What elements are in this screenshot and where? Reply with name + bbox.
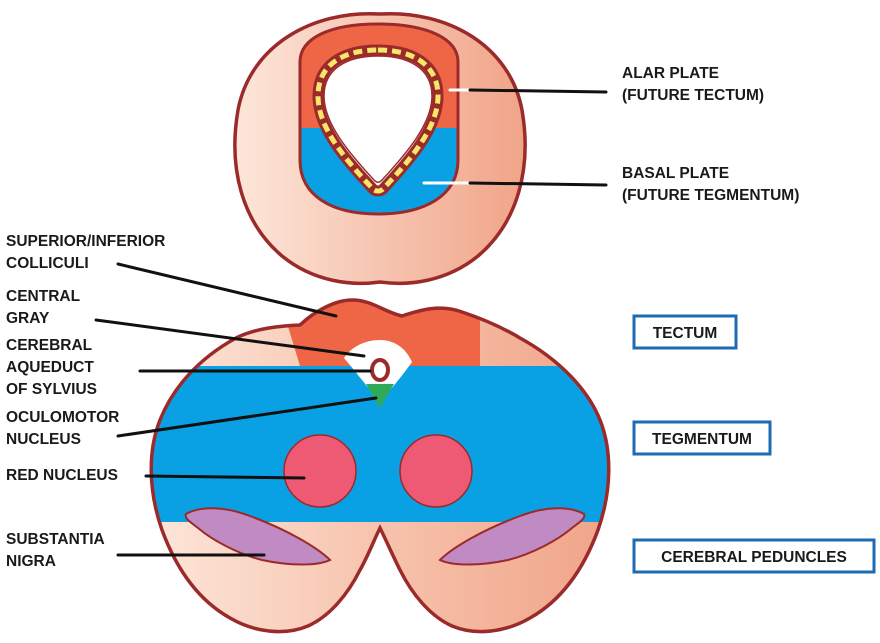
substantia-nigra-left [184, 507, 332, 566]
tectum-region [280, 300, 480, 366]
aqueduct-label: CEREBRAL [6, 337, 92, 354]
alar-plate-sublabel: (FUTURE TECTUM) [622, 87, 764, 104]
central-gray-leader [94, 318, 366, 358]
oculomotor-label: OCULOMOTOR [6, 409, 119, 426]
red-nucleus-leader [144, 474, 306, 480]
central-gray-label: CENTRAL [6, 288, 80, 305]
red-nucleus-left [283, 434, 357, 508]
neural-tube-section [233, 11, 527, 286]
red-nucleus-right [399, 434, 473, 508]
tectum-box: TECTUM [632, 314, 738, 350]
cerebral-aqueduct [370, 358, 390, 382]
tegmentum-box-label: TEGMENTUM [652, 431, 752, 448]
alar-basal-outline [298, 22, 460, 216]
oculomotor-nucleus [366, 384, 394, 408]
substantia-nigra-right [438, 507, 586, 566]
ventricular-zone-dots [315, 47, 441, 194]
substantia-nigra-sublabel: NIGRA [6, 553, 56, 570]
basal-plate-label: BASAL PLATE [622, 165, 729, 182]
substantia-nigra-label: SUBSTANTIA [6, 531, 105, 548]
midbrain-section [149, 298, 611, 634]
aqueduct-sublabel-1: AQUEDUCT [6, 359, 94, 376]
cerebral-peduncles-box-label: CEREBRAL PEDUNCLES [661, 549, 847, 566]
oculomotor-leader [116, 396, 378, 438]
colliculi-leader [116, 262, 338, 318]
red-nucleus-label: RED NUCLEUS [6, 467, 118, 484]
basal-plate-sublabel: (FUTURE TEGMENTUM) [622, 187, 799, 204]
colliculi-label: SUPERIOR/INFERIOR [6, 233, 165, 250]
central-gray-sublabel: GRAY [6, 310, 50, 327]
oculomotor-sublabel: NUCLEUS [6, 431, 81, 448]
tectum-box-label: TECTUM [653, 325, 718, 342]
alar-plate-label: ALAR PLATE [622, 65, 719, 82]
colliculi-sublabel: COLLICULI [6, 255, 89, 272]
aqueduct-sublabel-2: OF SYLVIUS [6, 381, 97, 398]
cerebral-peduncles-box: CEREBRAL PEDUNCLES [632, 538, 876, 574]
tegmentum-box: TEGMENTUM [632, 420, 772, 456]
tegmentum-region [151, 366, 609, 522]
